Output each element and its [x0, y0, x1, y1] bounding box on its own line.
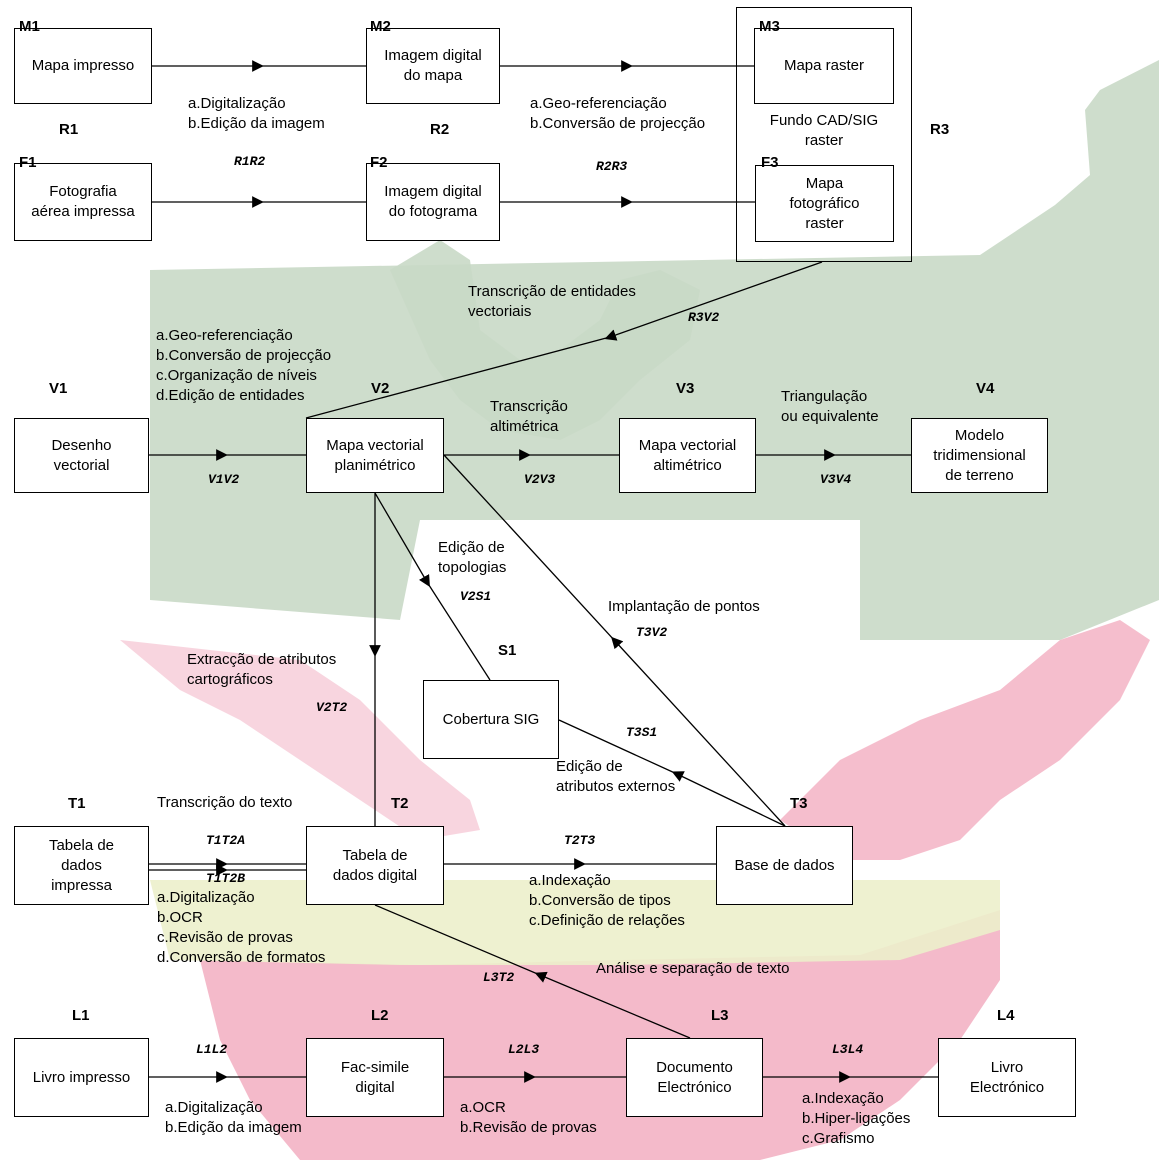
- code-t3: T3: [790, 795, 808, 812]
- edge-tag-l3l4: L3L4: [832, 1042, 864, 1057]
- code-r2: R2: [430, 121, 450, 138]
- node-l3: Documento Electrónico: [626, 1038, 763, 1117]
- edge-tag-t3s1: T3S1: [626, 725, 658, 740]
- edge-label-m2m3: a.Geo-referenciação b.Conversão de proje…: [530, 95, 706, 132]
- edge-label-m1m2: a.Digitalização b.Edição da imagem: [188, 95, 325, 132]
- node-s1: Cobertura SIG: [423, 680, 559, 759]
- node-l1: Livro impresso: [14, 1038, 149, 1117]
- node-t3: Base de dados: [716, 826, 853, 905]
- code-l3: L3: [711, 1007, 729, 1024]
- node-m1: Mapa impresso: [14, 28, 152, 104]
- watermark-pink-upper: [120, 640, 480, 840]
- watermark-green-lobe: [390, 240, 700, 440]
- code-f1: F1: [19, 154, 37, 171]
- edge-tag-r3v2: R3V2: [688, 310, 720, 325]
- edge-label-t2t3: a.Indexação b.Conversão de tipos c.Defin…: [529, 872, 685, 929]
- node-t2: Tabela de dados digital: [306, 826, 444, 905]
- edge-label-v3v4: Triangulação ou equivalente: [781, 388, 879, 425]
- edge-l3t2: [534, 971, 691, 1039]
- edge-t3s1: [671, 771, 786, 827]
- edge-label-t1t2b: a.Digitalização b.OCR c.Revisão de prova…: [157, 889, 326, 966]
- edge-tag-t2t3: T2T3: [564, 833, 596, 848]
- container-label: Fundo CAD/SIG raster: [769, 112, 879, 149]
- edge-label-l2l3: a.OCR b.Revisão de provas: [460, 1099, 597, 1136]
- edge-label-r3v2: Transcrição de entidades vectoriais: [468, 283, 636, 320]
- code-l4: L4: [997, 1007, 1015, 1024]
- edge-tag-l3t2: L3T2: [483, 970, 515, 985]
- node-f3: Mapa fotográfico raster: [755, 165, 894, 242]
- edge-label-v2s1: Edição de topologias: [438, 539, 507, 576]
- node-v1: Desenho vectorial: [14, 418, 149, 493]
- node-v4: Modelo tridimensional de terreno: [911, 418, 1048, 493]
- node-f2: Imagem digital do fotograma: [366, 163, 500, 241]
- node-v2: Mapa vectorial planimétrico: [306, 418, 444, 493]
- edge-label-t3v2: Implantação de pontos: [608, 598, 760, 615]
- edge-tag-l2l3: L2L3: [508, 1042, 540, 1057]
- edge-v2s1: [374, 492, 430, 588]
- watermark-pink-right: [780, 620, 1150, 860]
- edge-t3s1-tail: [558, 719, 678, 775]
- code-t2: T2: [391, 795, 409, 812]
- node-f1: Fotografia aérea impressa: [14, 163, 152, 241]
- code-v4: V4: [976, 380, 995, 397]
- node-l2: Fac-simile digital: [306, 1038, 444, 1117]
- edge-tag-v2s1: V2S1: [460, 589, 492, 604]
- edge-t3v2-tail: [443, 454, 616, 642]
- edge-label-v2t2: Extracção de atributos cartográficos: [187, 651, 337, 688]
- edge-tag-v1v2: V1V2: [208, 472, 240, 487]
- code-m3: M3: [759, 18, 780, 35]
- code-v2: V2: [371, 380, 390, 397]
- edge-label-t1t2: Transcrição do texto: [157, 794, 293, 811]
- node-m3: Mapa raster: [754, 28, 894, 104]
- edge-label-l1l2: a.Digitalização b.Edição da imagem: [165, 1099, 302, 1136]
- code-t1: T1: [68, 795, 86, 812]
- edge-r3v2: [604, 261, 823, 341]
- edge-label-l3t2: Análise e separação de texto: [596, 960, 790, 977]
- code-f2: F2: [370, 154, 388, 171]
- edge-tag-r1r2: R1R2: [234, 154, 266, 169]
- watermark-green-band: [150, 60, 1159, 1160]
- node-m2: Imagem digital do mapa: [366, 28, 500, 104]
- code-f3: F3: [761, 154, 779, 171]
- edge-l3t2-tail: [374, 904, 541, 976]
- code-v1: V1: [49, 380, 68, 397]
- code-l2: L2: [371, 1007, 389, 1024]
- container-r3box: Fundo CAD/SIG raster: [736, 7, 912, 262]
- edge-label-v2v3: Transcrição altimétrica: [490, 398, 568, 435]
- code-l1: L1: [72, 1007, 90, 1024]
- edge-tag-v2t2: V2T2: [316, 700, 348, 715]
- edge-label-v1v2: a.Geo-referenciação b.Conversão de proje…: [156, 327, 332, 404]
- edge-tag-v2v3: V2V3: [524, 472, 556, 487]
- edge-tag-t1t2b: T1T2B: [206, 871, 246, 886]
- edge-tag-t3v2: T3V2: [636, 625, 668, 640]
- node-v3: Mapa vectorial altimétrico: [619, 418, 756, 493]
- edge-tag-l1l2: L1L2: [196, 1042, 228, 1057]
- edge-v2s1-tail: [426, 581, 491, 681]
- edge-label-t3s1: Edição de atributos externos: [556, 758, 676, 795]
- edge-tag-v3v4: V3V4: [820, 472, 852, 487]
- node-t1: Tabela de dados impressa: [14, 826, 149, 905]
- code-v3: V3: [676, 380, 695, 397]
- edge-tag-r2r3: R2R3: [596, 159, 628, 174]
- code-r3: R3: [930, 121, 950, 138]
- edge-r3v2-tail: [305, 336, 611, 419]
- node-l4: Livro Electrónico: [938, 1038, 1076, 1117]
- edge-tag-t1t2a: T1T2A: [206, 833, 246, 848]
- code-m2: M2: [370, 18, 391, 35]
- edge-t3v2: [611, 636, 786, 827]
- code-r1: R1: [59, 121, 79, 138]
- code-m1: M1: [19, 18, 40, 35]
- code-s1: S1: [498, 642, 517, 659]
- edge-label-l3l4: a.Indexação b.Hiper-ligações c.Grafismo: [802, 1090, 911, 1147]
